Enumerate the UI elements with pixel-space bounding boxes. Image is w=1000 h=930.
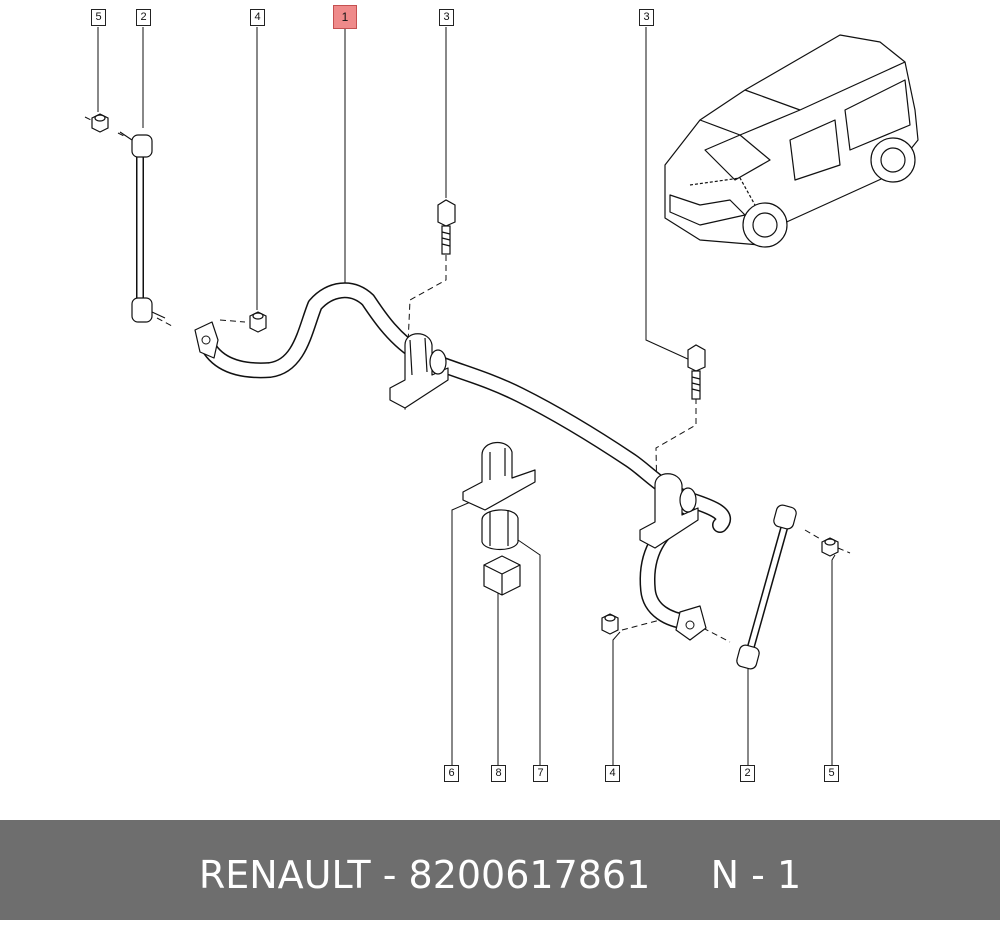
alignment-dash (655, 398, 697, 501)
link-rod-right (736, 504, 797, 670)
clamp-bracket (462, 442, 536, 511)
callout-4: 4 (250, 9, 265, 26)
alignment-dash (804, 529, 823, 541)
flange-nut-left (249, 311, 267, 333)
vehicle-outline (664, 34, 919, 248)
bolt-right (687, 344, 706, 400)
mounted-clamp-right (639, 473, 699, 549)
callout-7: 7 (533, 765, 548, 782)
bushing-block (483, 555, 521, 596)
rubber-bushing (481, 509, 519, 551)
alignment-dash (702, 627, 731, 643)
alignment-dash (837, 547, 851, 554)
footer-banner: RENAULT - 8200617861 N - 1 (0, 820, 1000, 920)
callout-3: 3 (439, 9, 454, 26)
nut-right (821, 537, 839, 557)
callout-2: 2 (136, 9, 151, 26)
leader-line (645, 27, 691, 361)
alignment-dash (219, 319, 246, 323)
flange-nut-right (601, 613, 619, 635)
alignment-dash (117, 132, 127, 138)
footer-part-label: RENAULT - 8200617861 N - 1 (198, 853, 802, 897)
leader-line (344, 29, 349, 293)
alignment-dash (156, 317, 173, 327)
callout-2: 2 (740, 765, 755, 782)
alignment-dash (84, 116, 96, 123)
callout-5: 5 (824, 765, 839, 782)
link-rod-left (119, 131, 166, 323)
callout-1-highlighted: 1 (333, 5, 357, 29)
callout-4: 4 (605, 765, 620, 782)
alignment-dash (621, 619, 661, 631)
stabilizer-bar (194, 282, 731, 641)
leader-line (831, 554, 836, 765)
callout-6: 6 (444, 765, 459, 782)
parts-diagram (84, 27, 919, 765)
nut-left (91, 113, 109, 133)
leader-line (451, 499, 476, 765)
leader-line (747, 661, 753, 765)
callout-5: 5 (91, 9, 106, 26)
bolt-left (437, 199, 456, 255)
callout-3: 3 (639, 9, 654, 26)
mounted-clamp-left (389, 333, 449, 409)
leader-line (517, 539, 541, 765)
leader-line (612, 631, 621, 765)
callout-8: 8 (491, 765, 506, 782)
